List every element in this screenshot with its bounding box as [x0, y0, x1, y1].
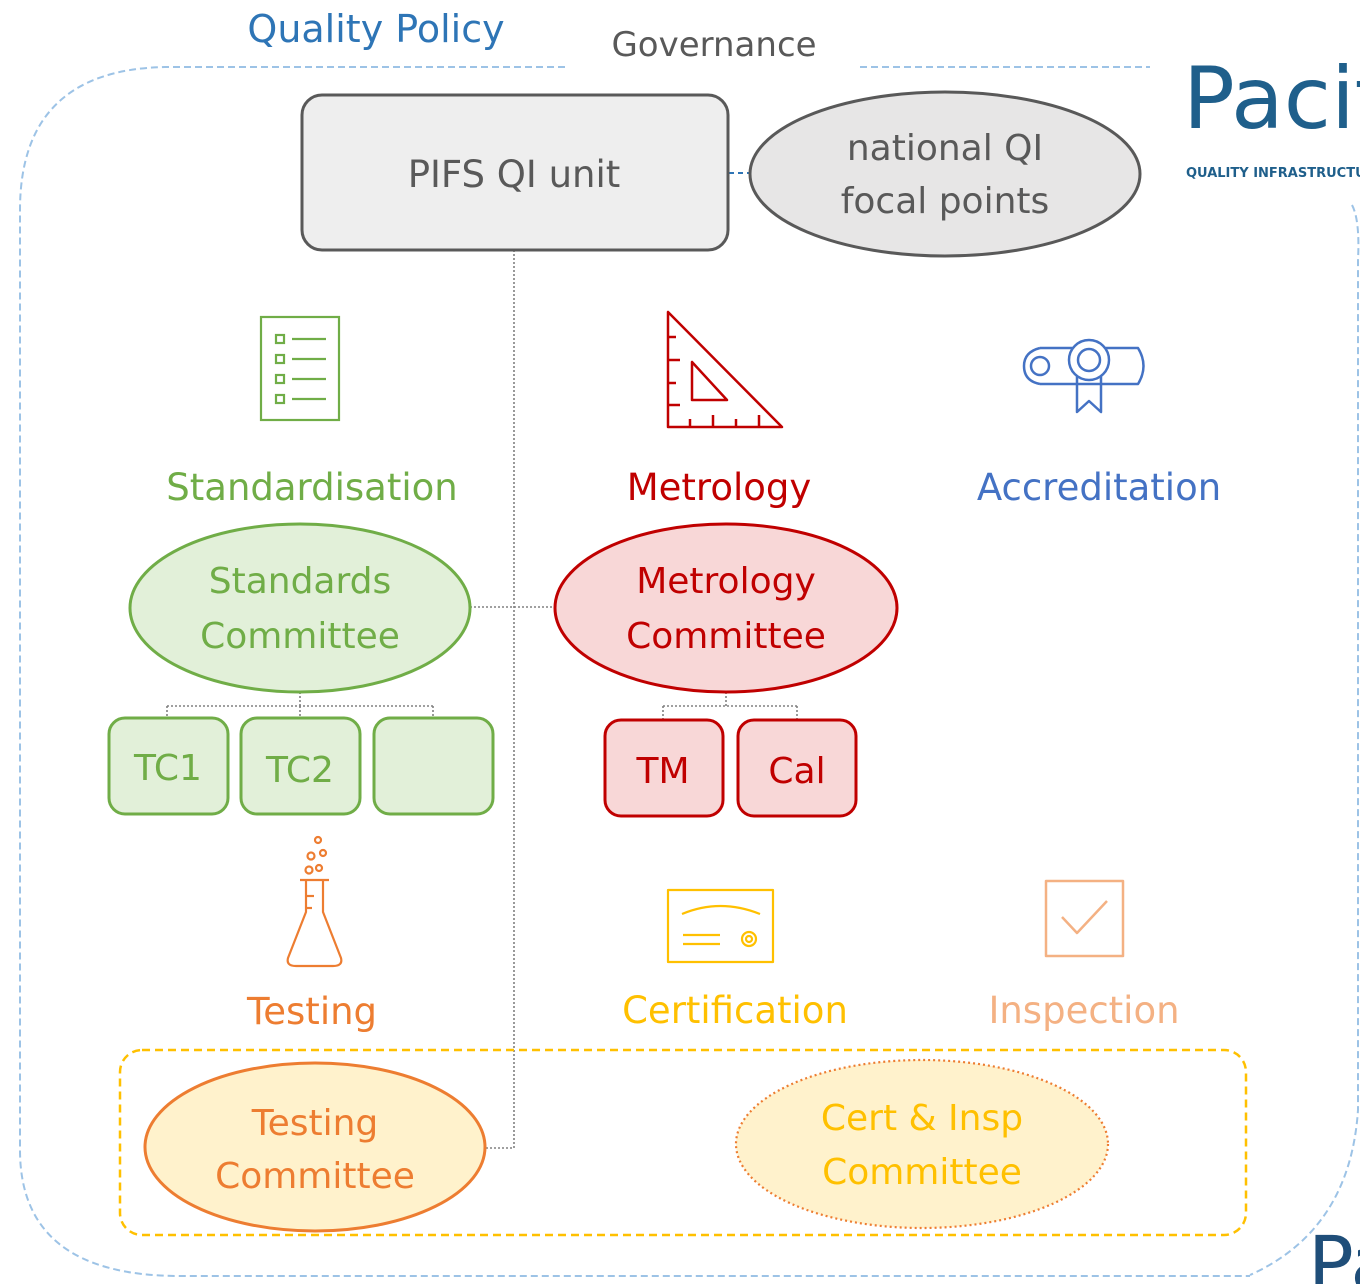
- standards-committee-ellipse: Standards Committee: [128, 522, 472, 694]
- tc1-box: TC1: [107, 716, 230, 816]
- metrology-committee-ellipse: Metrology Committee: [553, 522, 899, 694]
- diploma-scroll-icon: [1022, 338, 1145, 414]
- accreditation-title: Accreditation: [977, 466, 1221, 509]
- certification-title: Certification: [622, 989, 848, 1032]
- tc2-label: TC2: [265, 750, 334, 791]
- quality-policy-title: Quality Policy: [247, 7, 504, 51]
- tc2-box: TC2: [239, 716, 362, 816]
- focal-points-line1: national QI: [847, 128, 1043, 169]
- national-focal-points-ellipse: national QI focal points: [748, 90, 1142, 258]
- quality-policy-frame: [19, 66, 1360, 1277]
- cert-insp-committee-line1: Cert & Insp: [821, 1098, 1023, 1139]
- set-square-icon: [666, 310, 784, 429]
- governance-title: Governance: [611, 25, 816, 65]
- testing-committee-line1: Testing: [251, 1103, 379, 1144]
- testing-committee-ellipse: Testing Committee: [143, 1061, 487, 1233]
- pifs-qi-unit-box: PIFS QI unit: [300, 93, 730, 252]
- standardisation-title: Standardisation: [166, 466, 457, 509]
- metrology-committee-line2: Committee: [626, 616, 826, 657]
- checkbox-icon: [1044, 879, 1125, 958]
- cal-box: Cal: [736, 718, 858, 818]
- testing-title: Testing: [246, 990, 377, 1033]
- pacific-logo-wordmark: Pacif: [1183, 49, 1360, 149]
- metrology-committee-line1: Metrology: [636, 561, 816, 602]
- checklist-icon: [259, 315, 341, 422]
- standards-committee-line2: Committee: [200, 616, 400, 657]
- tc1-label: TC1: [133, 748, 202, 789]
- tm-box: TM: [603, 718, 725, 818]
- conformity-assessment-group: [118, 1048, 1248, 1237]
- metrology-title: Metrology: [627, 466, 812, 509]
- tc-empty-box: [372, 716, 495, 816]
- certificate-icon: [666, 888, 775, 964]
- pacific-logo-fragment: Pa: [1308, 1219, 1360, 1284]
- inspection-title: Inspection: [988, 989, 1179, 1032]
- flask-icon: [286, 835, 343, 968]
- focal-points-line2: focal points: [841, 181, 1050, 222]
- tm-label: TM: [635, 751, 689, 792]
- cal-label: Cal: [768, 751, 825, 792]
- cert-insp-committee-line2: Committee: [822, 1152, 1022, 1193]
- pifs-qi-unit-label: PIFS QI unit: [408, 153, 621, 196]
- pacific-logo-tagline: QUALITY INFRASTRUCTU: [1186, 166, 1360, 181]
- testing-committee-line2: Committee: [215, 1156, 415, 1197]
- cert-insp-committee-ellipse: Cert & Insp Committee: [734, 1058, 1110, 1230]
- standards-committee-line1: Standards: [209, 561, 392, 602]
- connector-lines: [166, 250, 798, 1149]
